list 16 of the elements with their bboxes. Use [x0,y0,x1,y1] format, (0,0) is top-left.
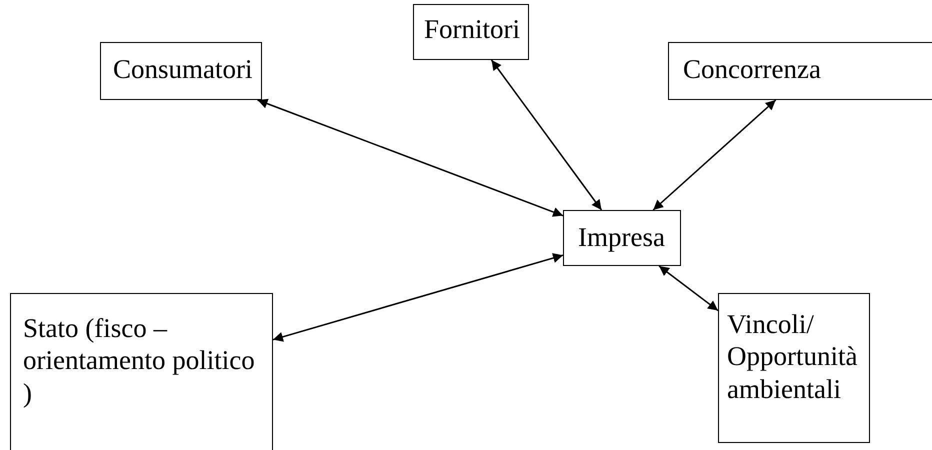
text-box [100,42,262,100]
text-box [413,4,529,60]
double-arrow [257,98,564,217]
text-box [718,293,870,443]
box-label: Fornitori [424,13,518,46]
box-label: Stato (fisco – orientamento politico ) [23,312,256,410]
double-arrow [272,253,564,342]
box-label: Concorrenza [683,53,822,86]
box-label: Vincoli/ Opportunità ambientali [727,308,858,406]
text-box [563,210,681,266]
double-arrow [658,265,718,312]
double-arrow [652,99,776,211]
text-box [10,293,273,450]
double-arrow [490,60,602,210]
text-box [668,42,932,100]
box-label: Impresa [578,221,666,254]
